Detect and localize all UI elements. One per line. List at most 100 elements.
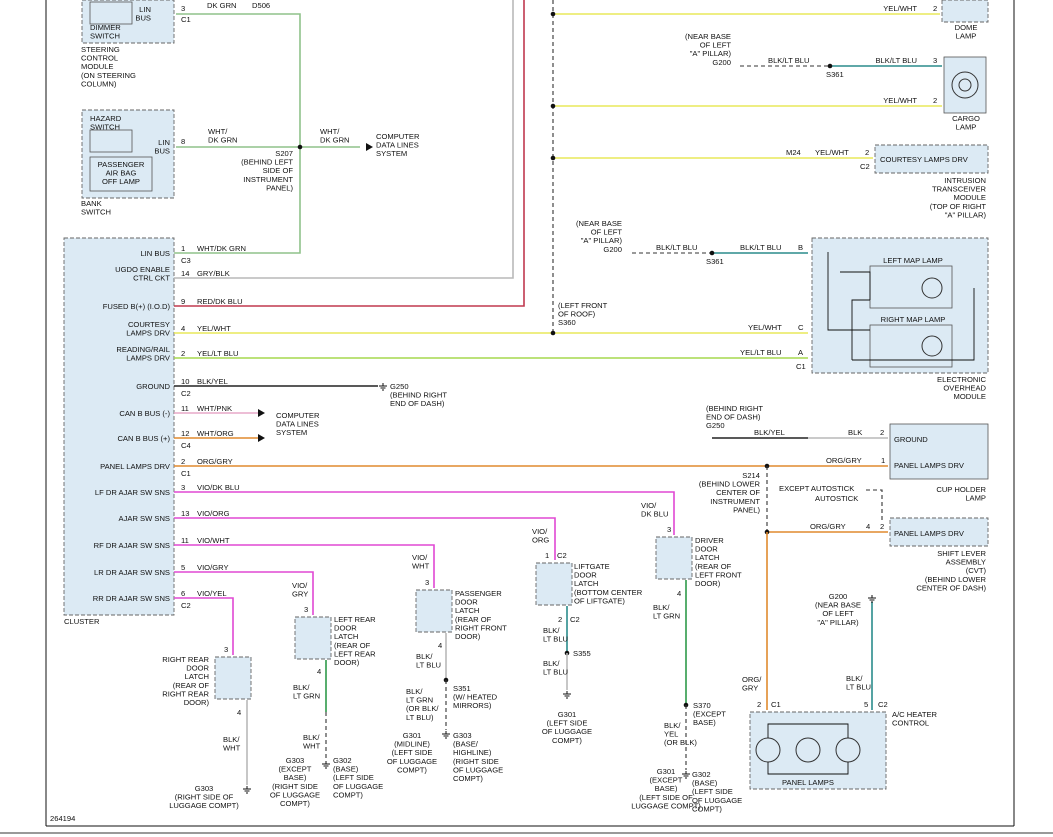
cluster-pin-number: 2 bbox=[181, 457, 185, 466]
map-wire-c: YEL/WHT bbox=[748, 323, 782, 332]
right-rear-latch bbox=[214, 656, 252, 700]
wire-dimmer-lin bbox=[174, 13, 301, 254]
bus-dot2 bbox=[550, 103, 556, 109]
s360-dot bbox=[550, 330, 556, 336]
s361b-dot bbox=[709, 250, 715, 256]
drv-wire: BLK/LT GRN bbox=[653, 603, 680, 621]
cluster-pin-label: CAN B BUS (-) bbox=[119, 409, 170, 418]
g301-lift bbox=[563, 691, 571, 699]
wire-fused-b bbox=[174, 0, 525, 307]
left-map-lamp-label: LEFT MAP LAMP bbox=[883, 256, 943, 265]
g200a-wire: BLK/LT BLU bbox=[768, 56, 810, 65]
cluster-pin-number: 6 bbox=[181, 589, 185, 598]
wire-rr-dr bbox=[174, 597, 234, 655]
s207-arrow bbox=[366, 143, 373, 151]
cargo-wire1: BLK/LT BLU bbox=[875, 56, 917, 65]
map-pin-b: B bbox=[798, 243, 803, 252]
lift-c2b: C2 bbox=[570, 615, 580, 624]
g301-drv bbox=[682, 771, 690, 779]
dome-wire: YEL/WHT bbox=[883, 4, 917, 13]
right-map-lamp-label: RIGHT MAP LAMP bbox=[881, 315, 946, 324]
cluster-pin-label: CAN B BUS (+) bbox=[117, 434, 170, 443]
g200b-wire: BLK/LT BLU bbox=[656, 243, 698, 252]
hazard-pin: 8 bbox=[181, 137, 185, 146]
cluster-pin-label: RR DR AJAR SW SNS bbox=[93, 594, 170, 603]
left-rear-latch bbox=[294, 616, 332, 660]
diagram-id: 264194 bbox=[50, 814, 75, 823]
cluster-pin-number: 11 bbox=[181, 404, 189, 413]
dimmer-wire: DK GRN bbox=[207, 1, 237, 10]
wire-rf-dr bbox=[174, 544, 435, 588]
cluster-pin-number: 14 bbox=[181, 269, 189, 278]
cluster-wire-color: VIO/GRY bbox=[197, 563, 229, 572]
intrusion-pin: 2 bbox=[865, 148, 869, 157]
g303-lr bbox=[322, 761, 330, 769]
dimmer-pin: 3 bbox=[181, 4, 185, 13]
map-wire-b: BLK/LT BLU bbox=[740, 243, 782, 252]
intrusion-term-label: COURTESY LAMPS DRV bbox=[880, 155, 969, 164]
cluster-pin-label: FUSED B(+) (I.O.D) bbox=[103, 302, 171, 311]
cluster-pin-number: 3 bbox=[181, 483, 185, 492]
cluster-wire-color: YEL/WHT bbox=[197, 324, 231, 333]
lift-pin2: 2 bbox=[558, 615, 562, 624]
cluster-pin-number: 5 bbox=[181, 563, 185, 572]
lr-pin4: 4 bbox=[317, 667, 321, 676]
wire-lf-dr bbox=[174, 491, 675, 535]
cluster-wire-color: VIO/ORG bbox=[197, 509, 230, 518]
cluster-wire-color: GRY/BLK bbox=[197, 269, 230, 278]
panel-wire: ORG/GRY bbox=[742, 675, 762, 693]
g200c-ground bbox=[868, 595, 876, 603]
cluster-pin-number: 11 bbox=[181, 536, 189, 545]
shift-pin4: 4 bbox=[866, 522, 870, 531]
drv-pin3: 3 bbox=[667, 525, 671, 534]
cluster-wire-color: WHT/ORG bbox=[197, 429, 234, 438]
drv-pin4: 4 bbox=[677, 589, 681, 598]
liftgate-latch bbox=[535, 562, 573, 606]
pass-wire-in: VIO/WHT bbox=[412, 553, 430, 571]
s207-wire: WHT/DK GRN bbox=[320, 127, 350, 145]
cluster-wire-color: ORG/GRY bbox=[197, 457, 233, 466]
cluster-connector: C4 bbox=[181, 441, 191, 450]
map-wire-a: YEL/LT BLU bbox=[740, 348, 782, 357]
cluster-pin-number: 12 bbox=[181, 429, 189, 438]
g250b-pin: 2 bbox=[880, 428, 884, 437]
panel-lamps-label: PANEL LAMPS bbox=[782, 778, 834, 787]
cluster-pin-label: PANEL LAMPS DRV bbox=[100, 462, 171, 471]
intrusion-circuit: M24 bbox=[786, 148, 801, 157]
rr-wire: BLK/WHT bbox=[223, 735, 241, 753]
cup-panel-term: PANEL LAMPS DRV bbox=[894, 461, 965, 470]
panel-pin2: 2 bbox=[757, 700, 761, 709]
cluster-connector: C1 bbox=[181, 469, 191, 478]
cluster-pin-number: 4 bbox=[181, 324, 185, 333]
cluster-wire-color: VIO/WHT bbox=[197, 536, 230, 545]
cluster-connector: C3 bbox=[181, 256, 191, 265]
lift-wire2: BLK/LT BLU bbox=[543, 659, 568, 677]
cup-pin: 1 bbox=[881, 456, 885, 465]
can-pos-arrow bbox=[258, 434, 265, 442]
